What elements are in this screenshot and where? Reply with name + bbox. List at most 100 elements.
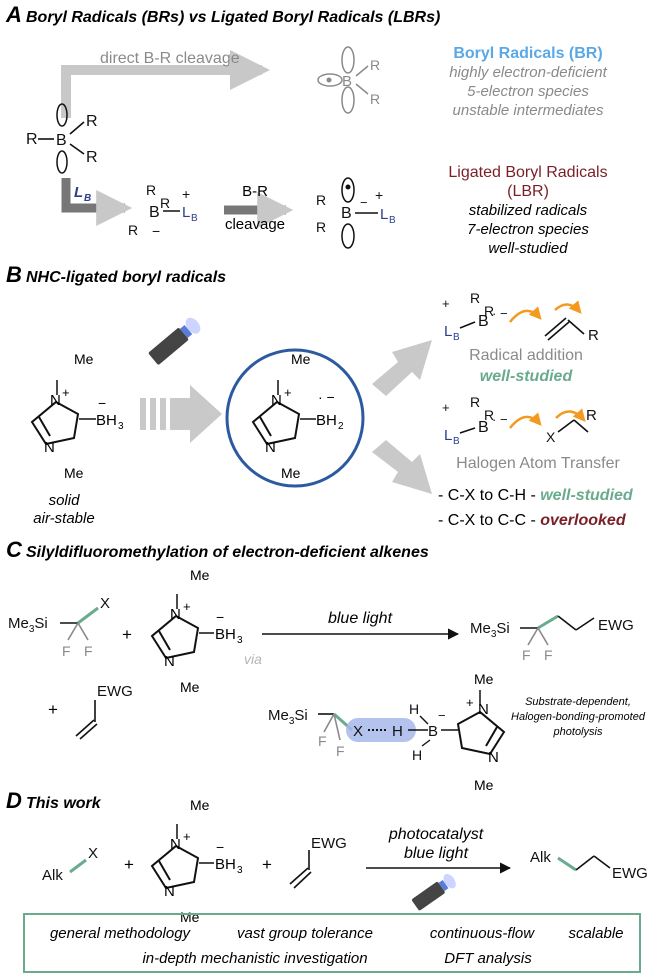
cx-ch-status: well-studied [540, 487, 634, 504]
svg-text:B: B [428, 723, 438, 740]
cx-cc-label: C-X to C-C - [448, 512, 540, 529]
section-b: B NHC-ligated boryl radicals Me N + BH 3… [6, 262, 634, 529]
svg-text:+: + [183, 599, 191, 614]
feature-2: vast group tolerance [237, 925, 373, 942]
radical-addition-status: well-studied [480, 368, 574, 385]
lb-label: L [74, 184, 83, 201]
svg-text:F: F [62, 643, 71, 659]
alkene-ewg-c: EWG [75, 683, 133, 740]
nhc-bh3-structure-d: Me N + BH 3 − N Me [151, 797, 243, 925]
nhc-bh3-structure: Me N + BH 3 − N Me [31, 351, 124, 481]
section-d-title: This work [26, 795, 102, 812]
svg-text:B: B [389, 215, 396, 226]
svg-text:L: L [444, 427, 452, 444]
halogen-transfer-label: Halogen Atom Transfer [456, 455, 620, 472]
svg-text:R: R [588, 327, 599, 344]
br-title: Boryl Radicals (BR) [453, 45, 602, 62]
svg-text:R: R [316, 192, 326, 208]
section-a-letter: A [5, 2, 22, 27]
section-c: C Silyldifluoromethylation of electron-d… [6, 537, 646, 793]
cx-cc-status: overlooked [540, 512, 627, 529]
nhc-boryl-radical-circle [225, 348, 365, 488]
svg-text:X: X [353, 723, 363, 740]
photocatalyst-label: photocatalyst [388, 826, 484, 843]
halogen-bond-complex: Me3Si F F X H B H H − [268, 701, 458, 763]
svg-text:BH: BH [215, 856, 236, 873]
lbr-title-1: Ligated Boryl Radicals [448, 164, 607, 181]
cx-cc-line: - C-X to C-C - overlooked [438, 512, 627, 529]
svg-text:+: + [183, 829, 191, 844]
svg-text:L: L [182, 204, 190, 221]
svg-text:· −: · − [492, 412, 508, 427]
me-top-c: Me [190, 567, 210, 583]
svg-text:−: − [216, 839, 224, 855]
svg-text:R: R [484, 407, 494, 423]
svg-text:R: R [484, 303, 494, 319]
svg-text:3: 3 [118, 421, 124, 432]
arrow-to-radical-addition [372, 340, 432, 396]
svg-text:Me3Si: Me3Si [268, 707, 308, 727]
svg-text:F: F [522, 647, 531, 663]
blue-light-c: blue light [328, 610, 393, 627]
svg-text:B: B [453, 436, 460, 447]
svg-text:H: H [412, 747, 422, 763]
ligand-arrow [61, 178, 133, 226]
svg-text:B: B [342, 73, 352, 90]
cx-ch-label: C-X to C-H - [448, 487, 540, 504]
svg-text:N: N [164, 883, 175, 900]
nhc-boryl-complex: Me N + N Me [457, 671, 505, 793]
direct-cleavage-label: direct B-R cleavage [100, 50, 240, 67]
air-stable-label: air-stable [33, 510, 94, 527]
svg-text:B: B [56, 132, 67, 149]
svg-text:N: N [164, 653, 175, 670]
ewg-d-product: EWG [612, 865, 648, 882]
svg-text:B: B [453, 332, 460, 343]
svg-text:−: − [216, 609, 224, 625]
me-bottom: Me [64, 465, 84, 481]
svg-text:X: X [88, 845, 98, 862]
lbr-title-2: (LBR) [507, 183, 549, 200]
section-a-title: Boryl Radicals (BRs) vs Ligated Boryl Ra… [26, 9, 440, 26]
solid-label: solid [49, 492, 81, 509]
product-d: Alk EWG [530, 849, 648, 882]
svg-text:· −: · − [318, 389, 335, 405]
tms-cf2x-structure: Me3Si X F F [8, 595, 110, 659]
alk-reactant: Alk [42, 867, 63, 884]
lb-sub: B [84, 193, 91, 204]
svg-text:B: B [478, 313, 489, 330]
boryl-radical-structure: B R R [317, 46, 380, 114]
svg-text:+: + [466, 695, 474, 710]
svg-text:N: N [265, 439, 276, 456]
note-c-3: photolysis [553, 726, 603, 738]
br-cleavage-label-1: B-R [242, 183, 268, 200]
svg-text:F: F [336, 743, 345, 759]
svg-text:R: R [316, 219, 326, 235]
svg-text:3: 3 [237, 635, 243, 646]
svg-text:N: N [478, 701, 489, 718]
svg-text:−: − [98, 395, 106, 411]
alkene-ewg-d: EWG [289, 835, 347, 889]
svg-text:N: N [488, 749, 499, 766]
feature-4: scalable [568, 925, 623, 942]
svg-text:L: L [444, 323, 452, 340]
me-top-radical: Me [291, 351, 311, 367]
section-d-letter: D [6, 788, 22, 813]
me-top-d: Me [190, 797, 210, 813]
svg-text:N: N [271, 392, 282, 409]
svg-text:R: R [586, 407, 597, 424]
svg-text:N: N [50, 392, 61, 409]
svg-text:R: R [370, 91, 380, 107]
svg-text:F: F [84, 643, 93, 659]
svg-text:−: − [438, 708, 446, 723]
svg-text:B: B [478, 419, 489, 436]
svg-text:X: X [100, 595, 110, 612]
svg-text:R: R [470, 290, 480, 306]
svg-text:R: R [160, 195, 170, 211]
svg-text:2: 2 [338, 421, 344, 432]
svg-text:H: H [409, 701, 419, 717]
nhc-bh3-structure-c: Me N + BH 3 − N Me [151, 567, 243, 695]
feature-3: continuous-flow [430, 925, 535, 942]
plus-d1: + [124, 855, 134, 874]
svg-text:R: R [86, 113, 98, 130]
